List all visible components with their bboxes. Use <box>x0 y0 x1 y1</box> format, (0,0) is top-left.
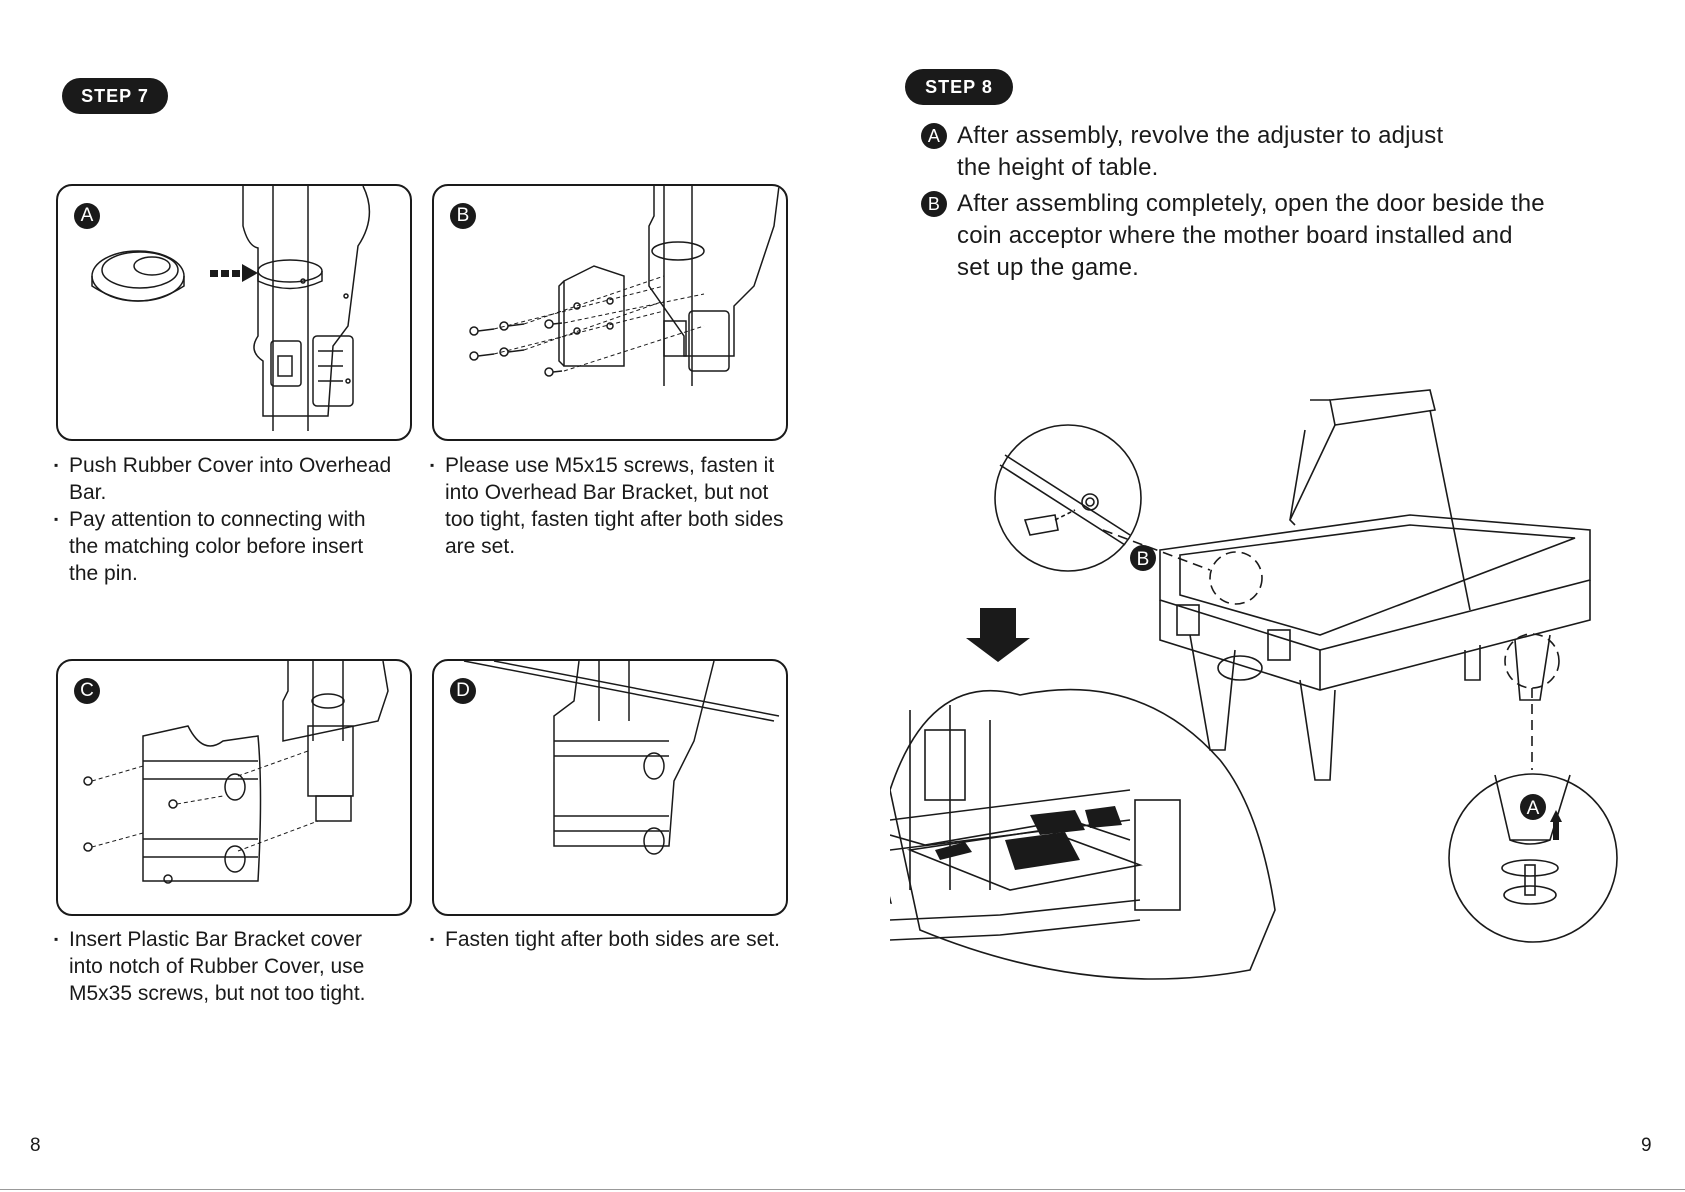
overhead-bar-bracket-drawing <box>469 186 780 386</box>
step-8-label: STEP 8 <box>905 69 1013 105</box>
instruction-a: A After assembly, revolve the adjuster t… <box>921 120 1621 184</box>
page-bottom-edge <box>0 1189 1685 1190</box>
right-page-number: 9 <box>1641 1135 1652 1156</box>
panel-a-instructions: Push Rubber Cover into Overhead Bar. Pay… <box>54 452 397 587</box>
panel-a-illustration: A <box>56 184 412 441</box>
panel-badge: D <box>450 678 476 704</box>
panel-d-instructions: Fasten tight after both sides are set. <box>430 926 813 953</box>
instruction-line: After assembly, revolve the adjuster to … <box>957 122 1444 149</box>
panel-c-instructions: Insert Plastic Bar Bracket cover into no… <box>54 926 397 1007</box>
instruction-bullet: Pay attention to connecting with the mat… <box>54 506 397 587</box>
instruction-bullet: Fasten tight after both sides are set. <box>430 926 813 953</box>
instruction-bullet: Insert Plastic Bar Bracket cover into no… <box>54 926 397 1007</box>
panel-b-instructions: Please use M5x15 screws, fasten it into … <box>430 452 793 560</box>
panel-badge: B <box>450 203 476 229</box>
instruction-bullet: Please use M5x15 screws, fasten it into … <box>430 452 793 560</box>
fastened-bracket-cover-drawing <box>463 661 780 855</box>
instruction-badge: A <box>921 123 947 149</box>
panel-badge: C <box>74 678 100 704</box>
instruction-badge: B <box>921 191 947 217</box>
panel-badge: A <box>74 203 100 229</box>
instruction-line: the height of table. <box>957 154 1159 181</box>
instruction-bullet: Push Rubber Cover into Overhead Bar. <box>54 452 397 506</box>
callout-a-label: A <box>1527 798 1540 819</box>
instruction-line: set up the game. <box>957 254 1139 281</box>
panel-c-illustration: C <box>56 659 412 916</box>
left-page-number: 8 <box>30 1135 41 1156</box>
rubber-cover-overhead-bar-drawing <box>91 186 371 431</box>
callout-b-label: B <box>1137 549 1150 570</box>
panel-d-illustration: D <box>432 659 788 916</box>
instruction-line: After assembling completely, open the do… <box>957 190 1545 217</box>
air-hockey-table-diagram: B A <box>890 389 1618 980</box>
step-8-instructions: A After assembly, revolve the adjuster t… <box>921 120 1621 288</box>
instruction-b: B After assembling completely, open the … <box>921 188 1621 284</box>
step-7-label: STEP 7 <box>62 78 168 114</box>
panel-b-illustration: B <box>432 184 788 441</box>
instruction-line: coin acceptor where the mother board ins… <box>957 222 1513 249</box>
plastic-bar-bracket-cover-drawing <box>83 661 389 884</box>
